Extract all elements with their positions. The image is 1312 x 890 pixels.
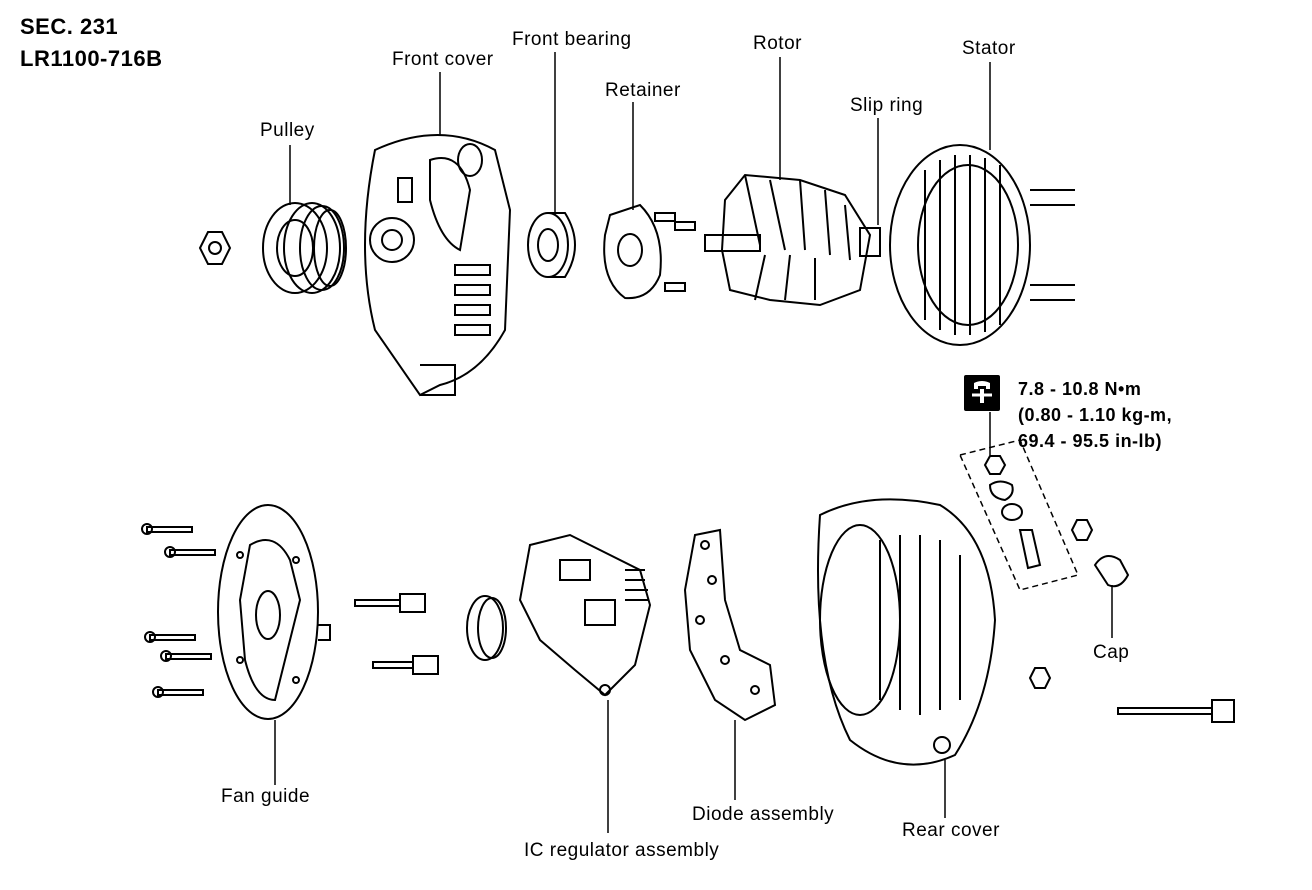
cap-part [1093, 555, 1130, 588]
pulley-part [262, 202, 347, 294]
middle-bolts [354, 593, 439, 675]
through-bolt [1117, 699, 1235, 723]
clip-part [466, 595, 507, 661]
label-slip-ring: Slip ring [850, 95, 924, 116]
label-retainer: Retainer [605, 80, 681, 101]
torque-wrench-icon [964, 375, 1000, 411]
label-ic-regulator: IC regulator assembly [524, 840, 720, 861]
label-stator: Stator [962, 38, 1016, 59]
fan-guide-screws [141, 523, 216, 698]
label-fan-guide: Fan guide [221, 786, 311, 807]
retainer-part [603, 203, 662, 300]
front-bearing-part [527, 212, 576, 278]
diode-assembly-part [683, 528, 777, 722]
torque-spec: 7.8 - 10.8 N•m (0.80 - 1.10 kg-m, 69.4 -… [1018, 376, 1172, 454]
label-rotor: Rotor [753, 33, 802, 54]
terminal-bolt-group [958, 439, 1080, 591]
stator-part [889, 144, 1075, 346]
ic-regulator-part [518, 533, 652, 697]
fan-guide-part [217, 504, 331, 720]
rear-nuts [1028, 519, 1094, 689]
torque-line-kgm: (0.80 - 1.10 kg-m, [1018, 405, 1173, 425]
label-rear-cover: Rear cover [902, 820, 1000, 841]
rotor-part [704, 173, 881, 307]
label-diode-assembly: Diode assembly [692, 804, 835, 825]
leader-lines [274, 52, 1113, 833]
front-cover-part [364, 134, 512, 397]
front-nut [198, 231, 232, 265]
label-cap: Cap [1093, 642, 1130, 663]
label-front-bearing: Front bearing [512, 29, 632, 50]
drawing-code: LR1100-716B [20, 46, 163, 71]
rear-cover-part [817, 498, 997, 766]
section-number: SEC. 231 [20, 14, 119, 39]
torque-line-nm: 7.8 - 10.8 N•m [1018, 379, 1142, 399]
label-pulley: Pulley [260, 120, 315, 141]
retainer-screws [654, 212, 696, 292]
label-front-cover: Front cover [392, 49, 494, 70]
torque-line-inlb: 69.4 - 95.5 in-lb) [1018, 431, 1163, 451]
